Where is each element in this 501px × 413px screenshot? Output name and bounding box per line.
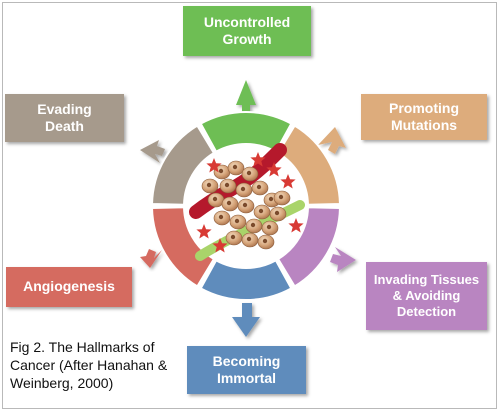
ring-segment-promoting-mutations (276, 124, 342, 206)
invading-tissues-line2: & Avoiding (392, 288, 461, 304)
cell-nucleus (266, 224, 272, 230)
promoting-mutations-line2: Mutations (390, 117, 458, 133)
arrow-down-right (330, 247, 356, 272)
becoming-immortal-line1: Becoming (212, 352, 281, 369)
arrows-group (140, 80, 356, 337)
figure-frame (2, 2, 497, 409)
tumor-illustration (189, 143, 305, 261)
red-star-cell (212, 238, 228, 253)
arrow-up-right (318, 127, 346, 154)
angiogenesis-line1: Angiogenesis (23, 278, 115, 295)
cell-nucleus (234, 218, 240, 224)
cell-nucleus (268, 196, 274, 202)
ring-segment-angiogenesis (150, 206, 216, 288)
cell-nucleus (278, 194, 284, 200)
promoting-mutations-box: Promoting Mutations (361, 94, 487, 140)
arrow-down (232, 303, 260, 337)
red-star-cell (280, 174, 296, 189)
cell-nucleus (218, 168, 224, 174)
cell-nucleus (246, 236, 252, 242)
ring-segment-becoming-immortal (199, 258, 293, 301)
uncontrolled-growth-line2: Growth (222, 31, 272, 47)
red-star-cell (266, 162, 282, 177)
uncontrolled-growth-line1: Uncontrolled (203, 13, 291, 30)
green-vessel (195, 200, 305, 261)
cell-nucleus (242, 202, 248, 208)
arrow-up-left (140, 140, 165, 163)
red-star-cell (196, 224, 212, 239)
cell-nucleus (232, 164, 238, 170)
cell-nucleus (206, 182, 212, 188)
cell-nucleus (226, 200, 232, 206)
red-star-cell (288, 218, 304, 233)
ring-segment-uncontrolled-growth (199, 111, 293, 154)
becoming-immortal-box: Becoming Immortal (187, 346, 306, 394)
caption-line1: Fig 2. The Hallmarks of (10, 339, 155, 355)
angiogenesis-box: Angiogenesis (6, 267, 132, 307)
promoting-mutations-line1: Promoting (389, 99, 459, 116)
evading-death-line2: Death (45, 118, 84, 134)
invading-tissues-box: Invading Tissues & Avoiding Detection (366, 262, 487, 330)
cell-nucleus (274, 210, 280, 216)
cell-nucleus (230, 234, 236, 240)
cell-nucleus (250, 222, 256, 228)
red-cells (196, 152, 304, 253)
ring-segment-evading-death (150, 124, 216, 206)
invading-tissues-line1: Invading Tissues (373, 272, 480, 288)
evading-death-box: Evading Death (5, 94, 124, 142)
caption-line2: Cancer (After Hanahan & (10, 356, 168, 373)
cell-nucleus (262, 238, 268, 244)
becoming-immortal-line2: Immortal (216, 370, 277, 386)
cell-nucleus (240, 186, 246, 192)
figure-caption: Fig 2. The Hallmarks of Cancer (After Ha… (10, 339, 195, 393)
cell-nucleus (256, 184, 262, 190)
arrow-down-left (140, 249, 162, 268)
invading-tissues-line3: Detection (396, 303, 457, 319)
caption-line3: Weinberg, 2000) (10, 374, 114, 391)
ring-segment-invading-tissues (276, 206, 342, 288)
cell-nucleus (212, 196, 218, 202)
cell-nucleus (224, 182, 230, 188)
evading-death-line1: Evading (37, 100, 92, 117)
red-star-cell (206, 158, 222, 173)
cell-nucleus (218, 214, 224, 220)
uncontrolled-growth-box: Uncontrolled Growth (183, 6, 311, 56)
cell-nucleus (246, 170, 252, 176)
hallmarks-ring (150, 111, 342, 301)
cell-nucleus (258, 208, 264, 214)
arrow-up (236, 80, 256, 112)
tumor-cells (201, 160, 291, 250)
red-star-cell (250, 152, 266, 167)
